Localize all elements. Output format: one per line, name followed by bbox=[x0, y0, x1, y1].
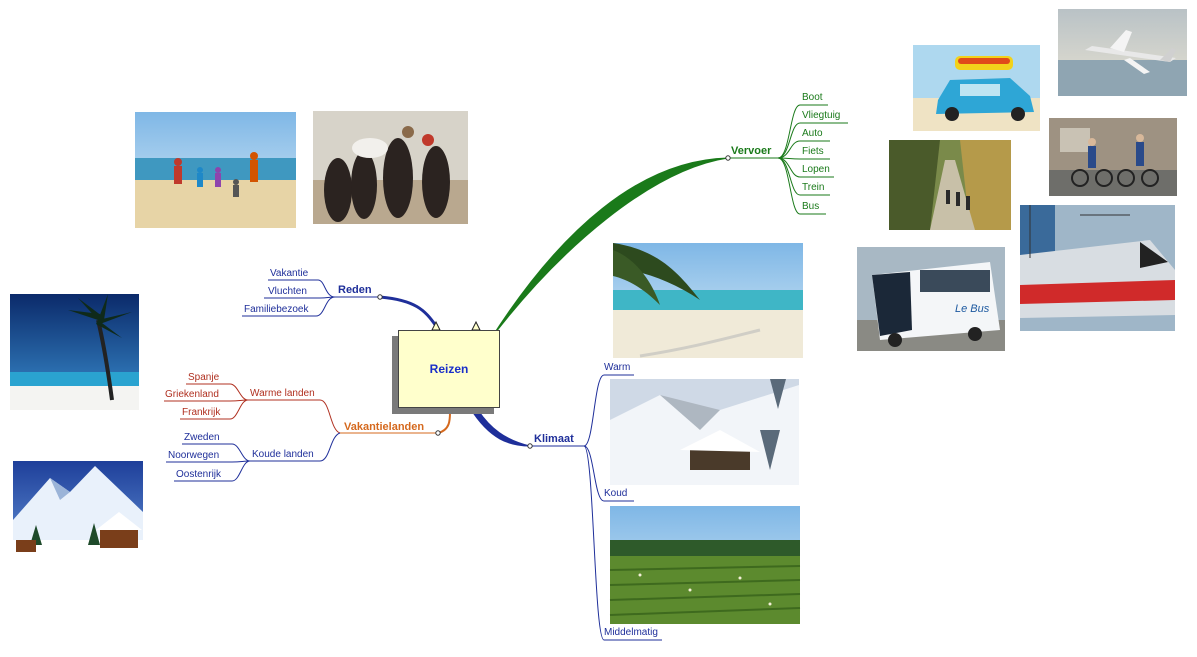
reden-connectors bbox=[242, 279, 438, 327]
tropical-beach-photo bbox=[613, 243, 803, 358]
subtopic-vakantie[interactable]: Vakantie bbox=[270, 268, 309, 279]
forest-walk-photo bbox=[889, 140, 1011, 230]
snow-cabin-photo bbox=[13, 461, 143, 575]
topic-klimaat[interactable]: Klimaat bbox=[534, 433, 574, 445]
subtopic-vluchten[interactable]: Vluchten bbox=[268, 286, 307, 297]
subtopic-koude-landen[interactable]: Koude landen bbox=[252, 449, 314, 460]
beach-family-photo bbox=[135, 112, 296, 228]
snow-house-photo bbox=[610, 379, 799, 485]
palm-beach-photo bbox=[10, 294, 139, 410]
subtopic-vliegtuig[interactable]: Vliegtuig bbox=[802, 110, 841, 121]
topic-vakantielanden[interactable]: Vakantielanden bbox=[344, 421, 425, 433]
subtopic-griekenland[interactable]: Griekenland bbox=[165, 389, 219, 400]
refugees-photo bbox=[313, 111, 468, 224]
potato-field-photo bbox=[609, 506, 801, 624]
svg-text:Le Bus: Le Bus bbox=[955, 303, 990, 315]
topic-reden[interactable]: Reden bbox=[338, 284, 372, 296]
subtopic-auto[interactable]: Auto bbox=[802, 128, 823, 139]
subtopic-boot[interactable]: Boot bbox=[802, 92, 823, 103]
subtopic-lopen[interactable]: Lopen bbox=[802, 164, 830, 175]
central-topic[interactable]: Reizen bbox=[398, 330, 500, 408]
subtopic-trein[interactable]: Trein bbox=[802, 182, 825, 193]
cyclists-photo bbox=[1049, 118, 1177, 196]
airplane-photo bbox=[1058, 9, 1187, 96]
subtopic-middelmatig[interactable]: Middelmatig bbox=[604, 627, 658, 638]
train-photo bbox=[1020, 205, 1175, 331]
subtopic-oostenrijk[interactable]: Oostenrijk bbox=[176, 469, 222, 480]
topic-vervoer[interactable]: Vervoer bbox=[731, 145, 772, 157]
central-topic-title: Reizen bbox=[429, 362, 469, 376]
subtopic-koud[interactable]: Koud bbox=[604, 488, 628, 499]
subtopic-fiets[interactable]: Fiets bbox=[802, 146, 824, 157]
subtopic-familiebezoek[interactable]: Familiebezoek bbox=[244, 304, 309, 315]
subtopic-warme-landen[interactable]: Warme landen bbox=[250, 388, 315, 399]
subtopic-warm[interactable]: Warm bbox=[604, 362, 631, 373]
subtopic-frankrijk[interactable]: Frankrijk bbox=[182, 407, 221, 418]
car-photo bbox=[913, 45, 1040, 131]
subtopic-zweden[interactable]: Zweden bbox=[184, 432, 220, 443]
connector-nodes bbox=[377, 155, 731, 449]
subtopic-spanje[interactable]: Spanje bbox=[188, 372, 220, 383]
vakantielanden-connectors bbox=[164, 383, 451, 482]
bus-photo: Le Bus bbox=[857, 247, 1005, 351]
subtopic-bus[interactable]: Bus bbox=[802, 201, 820, 212]
klimaat-connectors bbox=[468, 374, 662, 641]
subtopic-noorwegen[interactable]: Noorwegen bbox=[168, 450, 220, 461]
